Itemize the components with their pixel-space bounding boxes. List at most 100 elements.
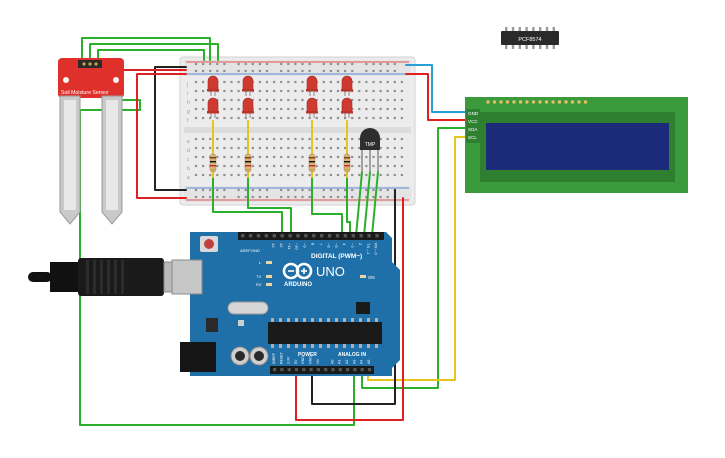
resistors bbox=[209, 120, 351, 178]
power-analog-pin-label: 3.3V bbox=[287, 356, 291, 364]
lcd-pin-gnd: GND bbox=[468, 111, 479, 116]
usb-cable-wire bbox=[28, 272, 52, 282]
leds bbox=[207, 75, 353, 118]
breadboard-top-rail bbox=[184, 60, 411, 76]
atmega-chip bbox=[268, 322, 382, 344]
lcd-pin-sda: SDA bbox=[468, 127, 478, 132]
row-label-c: c bbox=[187, 157, 190, 163]
sensor-prong-left-trace bbox=[64, 100, 76, 210]
lcd-module[interactable]: GND VCC SDA SCL bbox=[465, 97, 688, 193]
breadboard-bottom-rail bbox=[184, 186, 411, 202]
power-analog-pin-label: A5 bbox=[367, 360, 371, 364]
digital-header bbox=[238, 232, 384, 240]
red-led[interactable] bbox=[306, 97, 318, 118]
voltage-regulator bbox=[206, 318, 218, 332]
resistor[interactable] bbox=[343, 120, 351, 178]
red-led[interactable] bbox=[242, 75, 254, 96]
resistor[interactable] bbox=[244, 120, 252, 178]
red-led[interactable] bbox=[341, 97, 353, 118]
power-analog-pin-label: A1 bbox=[338, 360, 342, 364]
power-analog-pin-label: IOREF bbox=[272, 352, 276, 364]
digital-pin-label: 2 bbox=[358, 243, 363, 246]
led-l bbox=[266, 261, 272, 264]
sensor-mount-hole bbox=[63, 77, 69, 83]
power-analog-pin-label: A4 bbox=[360, 360, 364, 364]
pcf8574-chip[interactable]: PCF8574 bbox=[501, 27, 559, 49]
row-label-a: a bbox=[187, 175, 190, 181]
wire-led1 bbox=[212, 174, 283, 237]
usb-socket bbox=[171, 259, 203, 295]
usb-cable bbox=[28, 258, 195, 296]
soil-moisture-sensor: Soil Moisture Sensor bbox=[58, 58, 124, 225]
pcf8574-label: PCF8574 bbox=[518, 37, 541, 43]
wire-sensor-gnd bbox=[97, 49, 205, 61]
l-label: L bbox=[259, 260, 262, 265]
digital-pin-label: ~9 bbox=[303, 243, 308, 248]
digital-pin-label: ~3 bbox=[350, 243, 355, 248]
arduino-brand: ARDUINO bbox=[284, 282, 312, 288]
digital-pin-label: 7 bbox=[318, 243, 323, 246]
digital-pin-holes bbox=[241, 234, 379, 238]
wire-led2 bbox=[247, 174, 292, 237]
wire-sensor-vcc bbox=[89, 43, 219, 61]
sensor-prong-right-trace bbox=[106, 100, 118, 210]
wire-lcd-sda bbox=[361, 127, 467, 389]
sensor-mount-hole bbox=[113, 77, 119, 83]
wire-led4 bbox=[346, 174, 351, 237]
digital-pin-label: 4 bbox=[342, 243, 347, 246]
red-led[interactable] bbox=[341, 75, 353, 96]
power-analog-pin-label: 5V bbox=[294, 359, 298, 364]
crystal-oscillator bbox=[227, 301, 269, 315]
pcf8574-pins bbox=[505, 27, 555, 49]
breadboard-channel bbox=[184, 127, 411, 133]
row-label-d: d bbox=[187, 148, 190, 154]
row-label-f: f bbox=[187, 118, 189, 124]
row-label-i: i bbox=[187, 91, 188, 97]
digital-pin-label: 13 bbox=[271, 243, 276, 248]
red-led[interactable] bbox=[242, 97, 254, 118]
uno-label: UNO bbox=[316, 264, 345, 279]
led-rx bbox=[266, 283, 272, 286]
red-led[interactable] bbox=[207, 75, 219, 96]
wire-right-red bbox=[295, 197, 404, 421]
usb-plug-ridges bbox=[86, 260, 124, 294]
digital-pin-label: ~5 bbox=[334, 243, 339, 248]
red-led[interactable] bbox=[207, 97, 219, 118]
power-jack bbox=[180, 342, 216, 372]
lcd-header-pins bbox=[486, 100, 588, 104]
lcd-screen bbox=[486, 123, 669, 170]
breadboard-row-labels: j i h g f e d c b a bbox=[186, 82, 190, 181]
power-analog-pin-label: GND bbox=[301, 356, 305, 364]
led-on bbox=[360, 275, 366, 278]
wire-lcd-vcc bbox=[405, 73, 467, 121]
mcu-pins bbox=[271, 318, 378, 348]
resistor[interactable] bbox=[209, 120, 217, 178]
wire-tmp-3 bbox=[371, 171, 379, 237]
lcd-pin-scl: SCL bbox=[468, 135, 477, 140]
breadboard: j i h g f e d c b a bbox=[179, 56, 416, 206]
digital-pin-label: 12 bbox=[279, 243, 284, 248]
wire-power-rail-left bbox=[136, 73, 187, 199]
digital-pin-label: RX←0 bbox=[374, 243, 379, 256]
row-label-b: b bbox=[187, 166, 190, 172]
resistor[interactable] bbox=[308, 120, 316, 178]
power-analog-pin-label: A3 bbox=[352, 360, 356, 364]
rx-label: RX bbox=[256, 282, 262, 287]
power-analog-pin-label: A0 bbox=[330, 360, 334, 364]
digital-label: DIGITAL (PWM~) bbox=[311, 253, 362, 260]
power-label: POWER bbox=[298, 352, 317, 358]
power-analog-pin-label: Vin bbox=[316, 359, 320, 364]
row-label-j: j bbox=[186, 82, 188, 88]
digital-pin-label: ~6 bbox=[326, 243, 331, 248]
row-label-h: h bbox=[187, 100, 190, 106]
lcd-i2c-header bbox=[466, 109, 480, 143]
aref-label: AREF bbox=[240, 248, 251, 253]
temperature-sensor[interactable]: TMP bbox=[360, 128, 380, 172]
icsp-header bbox=[356, 302, 370, 314]
red-led[interactable] bbox=[306, 75, 318, 96]
on-label: ON bbox=[368, 275, 375, 280]
wire-tmp-2 bbox=[363, 171, 371, 237]
